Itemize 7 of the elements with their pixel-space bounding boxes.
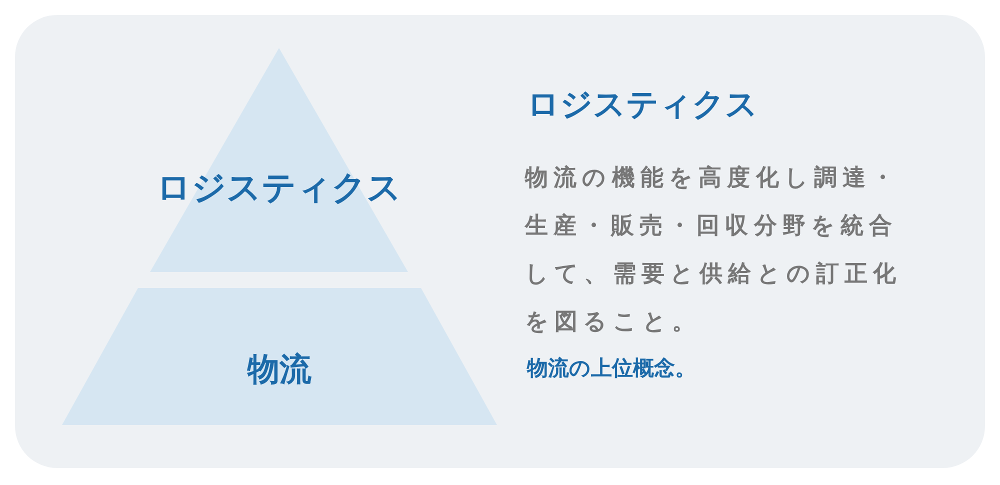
description: 物流の機能を高度化し調達・生産・販売・回収分野を統合して、需要と供給との訂正化を図ること。 <box>525 164 903 337</box>
note: 物流の上位概念。 <box>527 355 697 382</box>
tier-label: 物流 <box>246 349 312 390</box>
heading: ロジスティクス <box>527 84 759 125</box>
tier-label: ロジスティクス <box>156 167 402 210</box>
pyramid-base <box>62 288 497 425</box>
pyramid-top <box>150 48 408 272</box>
